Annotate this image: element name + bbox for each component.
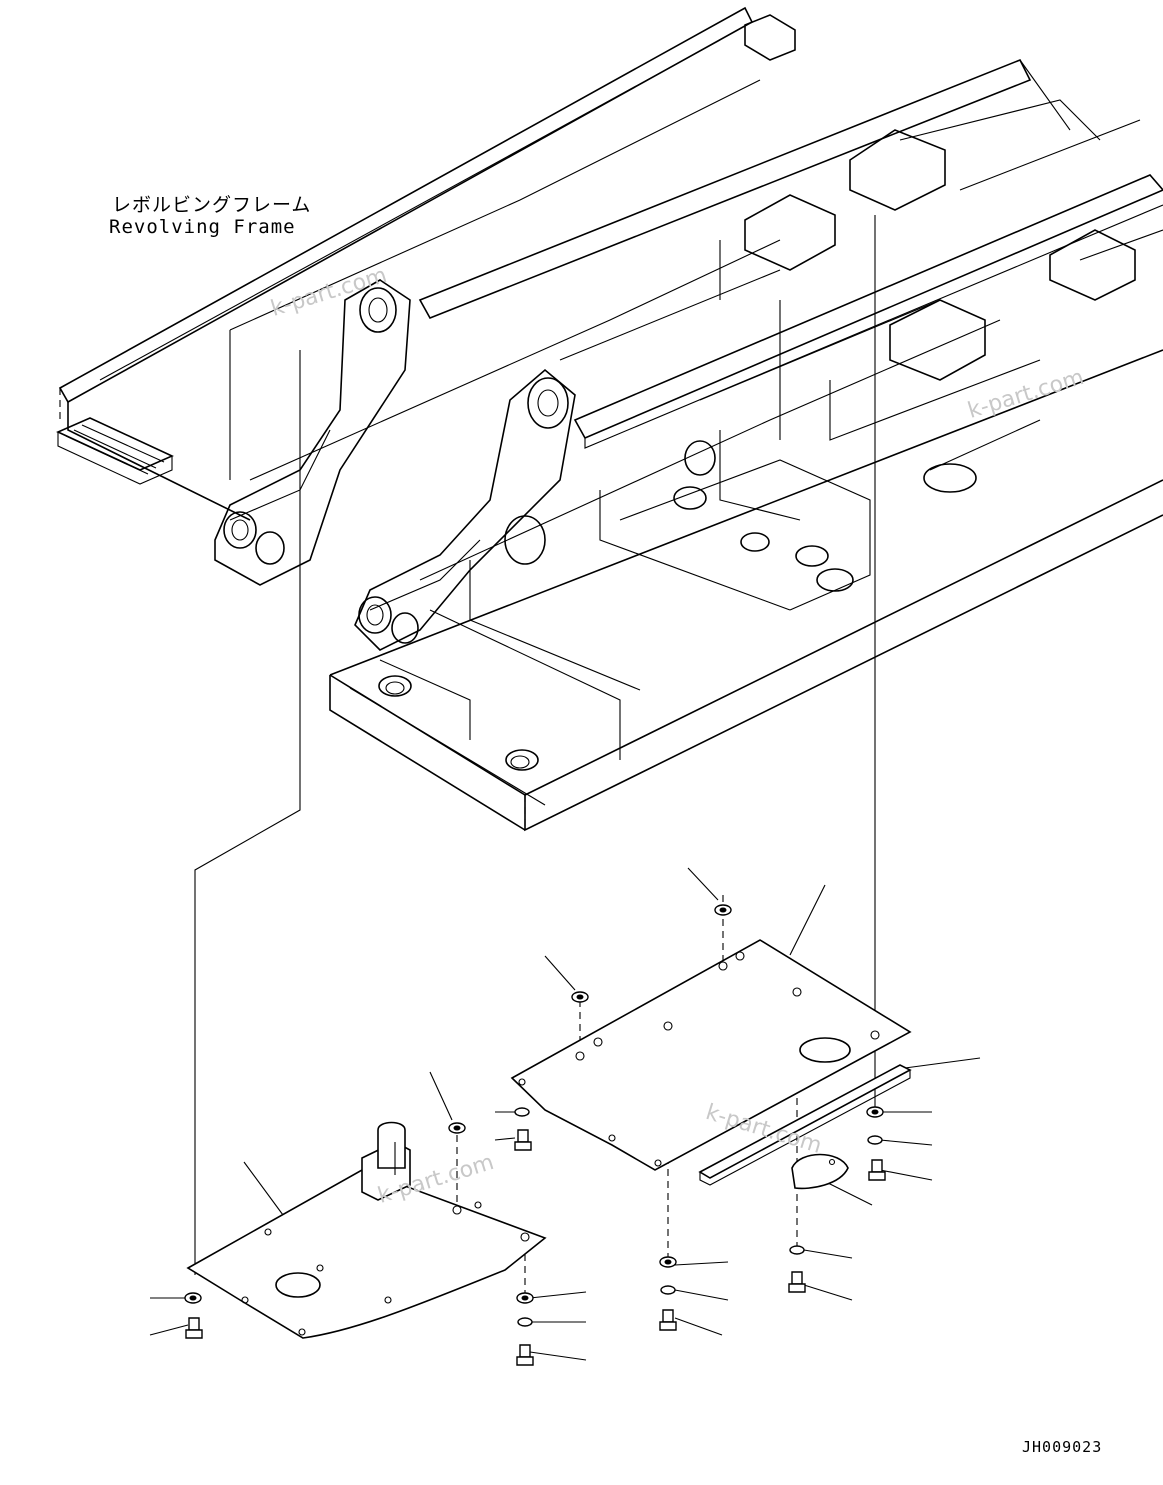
revolving-frame [56,6,1163,832]
drawing-id: JH009023 [1022,1438,1103,1456]
small-cover [791,1153,849,1190]
fasteners [184,904,886,1366]
washer-icon [184,904,884,1327]
bolt-icon [185,1129,886,1366]
right-cover-plate [510,939,912,1171]
frame-label-japanese: レボルビングフレーム [112,194,312,216]
frame-label-english: Revolving Frame [109,216,296,238]
seal-strip [698,1064,912,1186]
left-cover-plate [186,1121,547,1339]
